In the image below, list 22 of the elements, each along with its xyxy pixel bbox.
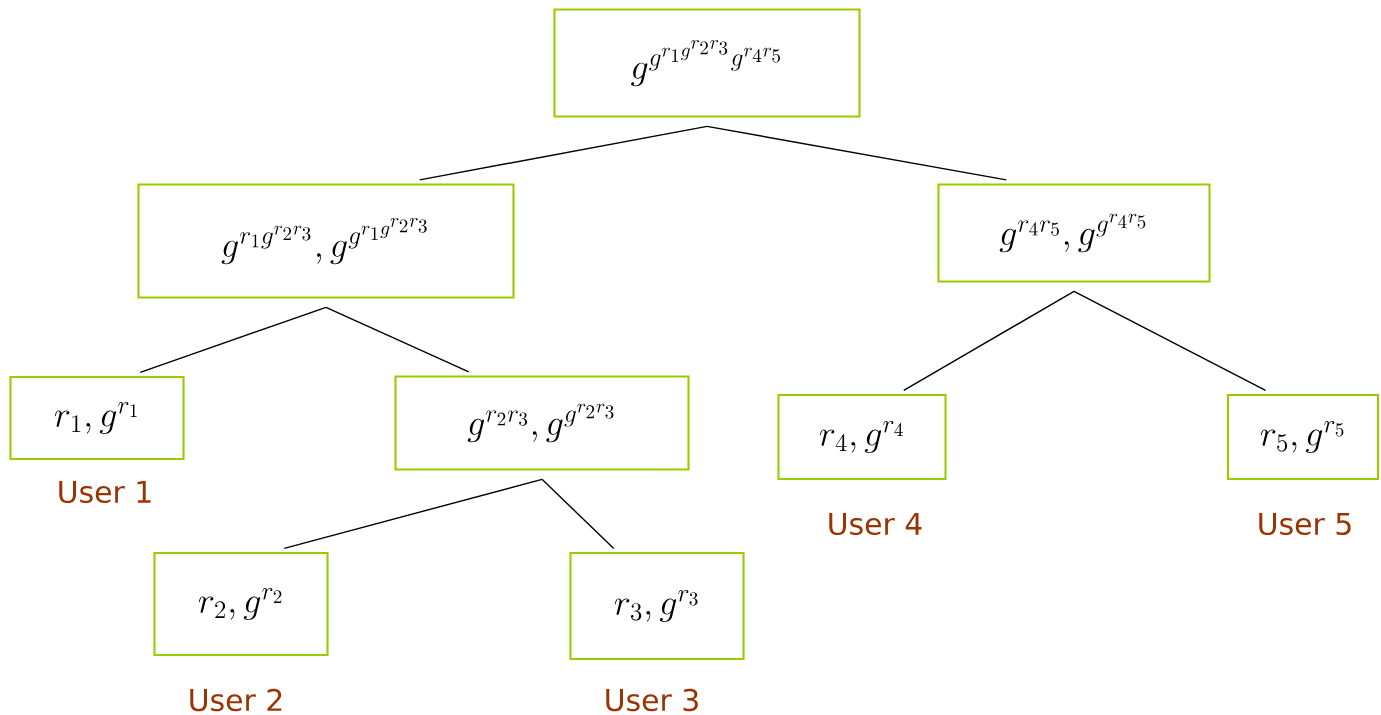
tree-line bbox=[1073, 290, 1267, 392]
formula-box: $g^{r_4 r_5}, g^{g^{r_4 r_5}}$ bbox=[937, 183, 1211, 283]
user-label: User 1 bbox=[59, 480, 151, 504]
user-label: User 3 bbox=[606, 688, 698, 712]
formula-box: $g^{r_1 g^{r_2 r_3}}, g^{g^{r_1 g^{r_2 r_3}}}$ bbox=[137, 183, 515, 299]
formula-box: $r_3, g^{r_3}$ bbox=[569, 551, 745, 661]
tree-line bbox=[325, 306, 470, 373]
formula-box: $g^{g^{r_1 g^{r_2 r_3}} g^{r_4 r_5}}$ bbox=[553, 8, 861, 118]
formula-box: $r_2, g^{r_2}$ bbox=[153, 551, 329, 657]
tree-line bbox=[139, 306, 327, 374]
formula-box: $r_1, g^{r_1}$ bbox=[9, 375, 185, 461]
user-label: User 5 bbox=[1259, 512, 1351, 536]
formula-box: $g^{r_2 r_3}, g^{g^{r_2 r_3}}$ bbox=[394, 375, 690, 471]
user-label: User 4 bbox=[829, 512, 922, 536]
tree-line bbox=[903, 290, 1075, 392]
formula-box: $r_4, g^{r_4}$ bbox=[777, 393, 947, 481]
tree-line bbox=[706, 125, 1007, 181]
tree-line bbox=[541, 478, 615, 550]
tree-line bbox=[283, 478, 543, 550]
user-label: User 2 bbox=[190, 688, 282, 712]
tree-line bbox=[419, 125, 708, 181]
formula-box: $r_5, g^{r_5}$ bbox=[1226, 393, 1380, 481]
